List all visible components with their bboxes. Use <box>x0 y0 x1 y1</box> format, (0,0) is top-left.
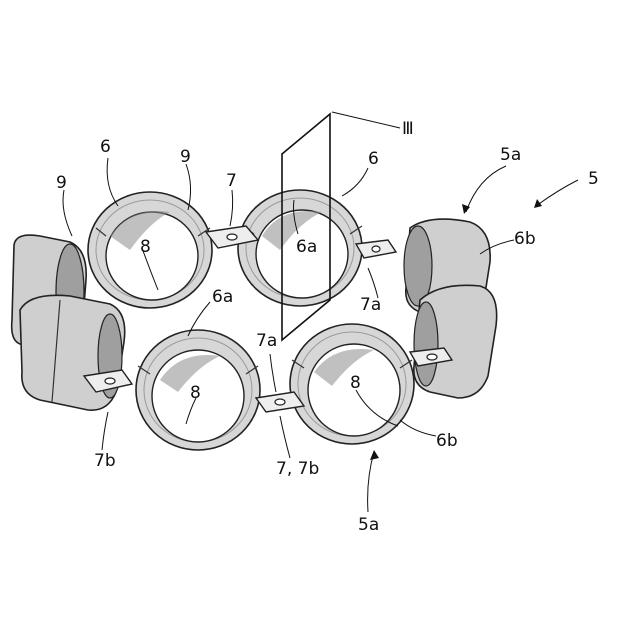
label-hole-lower-right: 8 <box>350 373 361 393</box>
front-left-ring <box>20 295 125 410</box>
reference-labels: 5 5a 5a Ⅲ 6 6 6a 6a 6b 6b 7 7a 7a 7, 7b … <box>56 119 599 535</box>
label-seam-left: 9 <box>56 173 67 193</box>
label-section: Ⅲ <box>402 119 414 139</box>
label-tab-bottom: 7, 7b <box>276 459 319 479</box>
arrow-head-assembly <box>534 199 542 208</box>
label-seam-center: 9 <box>180 147 191 167</box>
label-tab-top: 7 <box>226 171 237 191</box>
label-half-top-right: 6 <box>368 149 379 169</box>
label-assembly: 5 <box>588 169 599 189</box>
leader-lines <box>63 112 578 512</box>
label-tab-side-right: 7a <box>360 295 381 315</box>
label-notch-left: 6a <box>212 287 233 307</box>
tab-upper-right <box>356 240 396 258</box>
arrow-head-bottom <box>370 450 379 460</box>
front-right-ring <box>414 285 497 398</box>
label-notch-center: 6a <box>296 237 317 257</box>
label-hole-lower-center: 8 <box>190 383 201 403</box>
label-outer-right: 6b <box>514 229 536 249</box>
label-tab-side-center: 7a <box>256 331 277 351</box>
label-unit-bottom: 5a <box>358 515 379 535</box>
label-outer-bottom: 6b <box>436 431 458 451</box>
label-hole-upper-left: 8 <box>140 237 151 257</box>
label-unit-top: 5a <box>500 145 521 165</box>
label-tab-bottom-left: 7b <box>94 451 116 471</box>
label-half-top-left: 6 <box>100 137 111 157</box>
